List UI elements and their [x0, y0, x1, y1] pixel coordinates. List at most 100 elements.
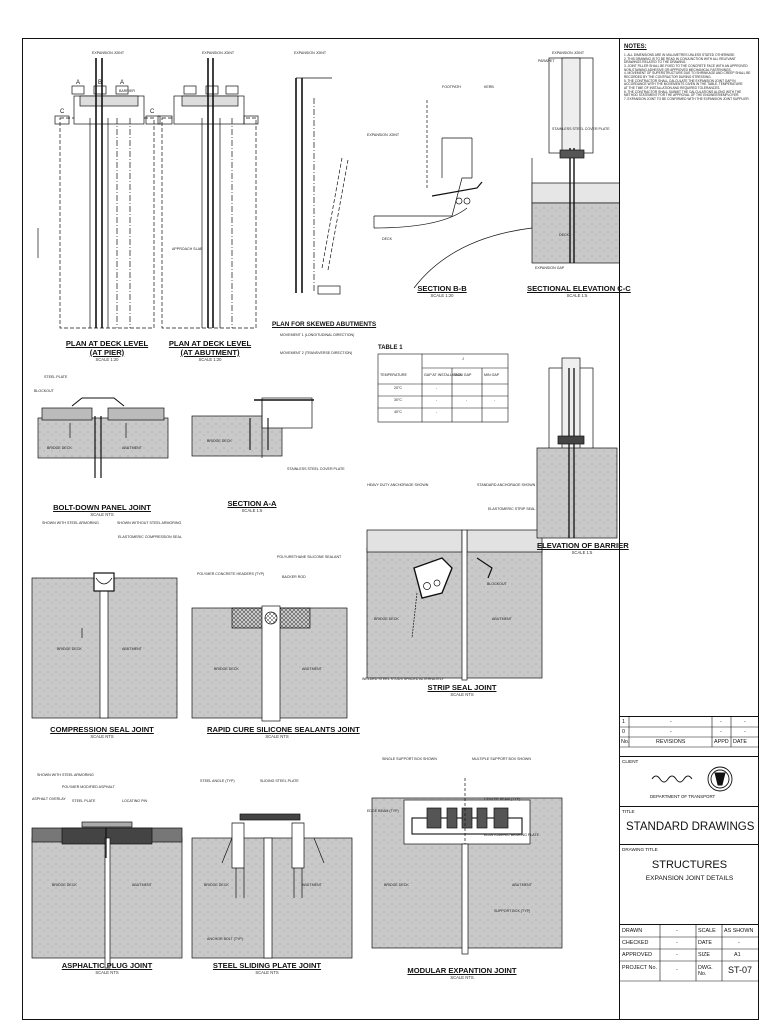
- table-1-header-min: MIN GAP: [484, 373, 500, 377]
- rev-row-no: 0: [622, 729, 625, 735]
- date-value: -: [738, 940, 740, 946]
- label-abutment-asph: ABUTMENT: [132, 883, 152, 887]
- label-support-box: SUPPORT BOX (TYP): [494, 909, 531, 913]
- svg-text:C: C: [150, 109, 155, 115]
- label-multiple-support: MULTIPLE SUPPORT BOX SHOWN: [472, 757, 531, 761]
- rapid-cure-silicone-joint-view: [191, 605, 348, 722]
- view-heading-compression-seal: COMPRESSION SEAL JOINT: [50, 725, 154, 734]
- label-barrier: BARRIER: [119, 89, 135, 93]
- plan-skewed-view: [295, 77, 349, 295]
- project-value: -: [676, 967, 678, 973]
- view-scale-section-aa: SCALE 1:5: [241, 508, 263, 513]
- view-heading-skewed: PLAN FOR SKEWED ABUTMENTS: [272, 321, 377, 328]
- title-section: TITLE STANDARD DRAWINGS: [620, 806, 759, 844]
- date-label: DATE: [698, 940, 712, 946]
- note-line: METHOD STATEMENT FOR THE APPROVAL OF THE…: [624, 93, 740, 98]
- label-welded-studs: WELDED STEEL STUDS SPACED ALTERNATELY: [362, 677, 444, 681]
- label-elastomeric-bearing: ELASTOMERIC BEARING PLATE: [484, 833, 539, 837]
- table-1-header-temp: TEMPERATURE: [380, 373, 407, 377]
- view-heading-section-aa: SECTION A-A: [227, 499, 277, 508]
- label-polymer-asphalt: POLYMER MODIFIED ASPHALT: [62, 785, 115, 789]
- table-1-cell: 30°C: [394, 398, 403, 402]
- label-kerb: KERB: [484, 85, 494, 89]
- rev-row-appd: -: [720, 729, 722, 735]
- note-line: DRAWINGS RELATED TO THE DRAWING.: [624, 60, 687, 65]
- dwg-number: ST-07: [728, 965, 753, 975]
- notes-title: NOTES:: [624, 44, 647, 50]
- note-line: 1. ALL DIMENSIONS ARE IN MILLIMETRES UNL…: [624, 53, 736, 57]
- svg-text:A: A: [120, 80, 124, 86]
- label-standard-anchorage: STANDARD ANCHORAGE SHOWN: [477, 483, 536, 487]
- table-1-header-gap: GAP AT INSTALLATION: [424, 373, 463, 377]
- label-asphalt-overlay: ASPHALT OVERLAY: [32, 797, 66, 801]
- client-label: CLIENT: [622, 759, 639, 764]
- plan-at-abutment-view: [157, 58, 259, 329]
- table-1-cell: -: [436, 386, 438, 390]
- label-expansion-joint-2: EXPANSION JOINT: [202, 51, 235, 55]
- label-polyurethane: POLYURETHANE SILICONE SEALANT: [277, 555, 342, 559]
- label-steel-angle: STEEL ANGLE (TYP): [200, 779, 235, 783]
- plan-at-pier-view: C C A B A: [37, 58, 161, 329]
- table-1-title: TABLE 1: [378, 345, 403, 351]
- label-expansion-joint-1: EXPANSION JOINT: [92, 51, 125, 55]
- title-label: TITLE: [622, 809, 635, 814]
- section-aa-view: [191, 397, 314, 458]
- steel-sliding-plate-joint-view: [191, 813, 353, 959]
- title-block-panel: NOTES: 1. ALL DIMENSIONS ARE IN MILLIMET…: [619, 38, 759, 1020]
- drawing-linework: C C A B A: [31, 57, 619, 969]
- note-line: NON-STAINING ADHESIVE OR APPROVED MECHAN…: [624, 67, 732, 72]
- label-abutment-strip: ABUTMENT: [492, 617, 512, 621]
- view-scale-rapid-cure: SCALE NTS: [265, 734, 289, 739]
- rev-header-no: No.: [621, 739, 630, 745]
- rev-row-desc: -: [670, 719, 672, 725]
- label-bridge-deck-mod: BRIDGE DECK: [384, 883, 409, 887]
- scale-value: AS SHOWN: [724, 928, 754, 934]
- label-edge-beam: EDGE BEAM (TYP): [367, 809, 399, 813]
- view-scale-compression-seal: SCALE NTS: [90, 734, 114, 739]
- approval-grid-lines: [620, 925, 759, 982]
- view-heading-section-bb: SECTION B-B: [417, 284, 467, 293]
- view-heading-rapid-cure: RAPID CURE SILICONE SEALANTS JOINT: [207, 725, 360, 734]
- table-1-cell: 20°C: [394, 386, 403, 390]
- department-label: DEPARTMENT OF TRANSPORT: [650, 794, 716, 799]
- view-heading-barrier: ELEVATION OF BARRIER: [537, 541, 629, 550]
- view-heading-elevation-cc: SECTIONAL ELEVATION C-C: [527, 284, 631, 293]
- drawing-title: STRUCTURES: [651, 859, 728, 871]
- view-scale-plan-pier: SCALE 1:20: [95, 357, 119, 362]
- label-parapet: PARAPET: [538, 59, 555, 63]
- project-label: PROJECT No.: [622, 965, 657, 971]
- sectional-elevation-cc-view: [531, 57, 619, 264]
- label-abutment-1: ABUTMENT: [122, 446, 142, 450]
- notes-list: 1. ALL DIMENSIONS ARE IN MILLIMETRES UNL…: [624, 53, 756, 102]
- label-elastomeric-seal: ELASTOMERIC COMPRESSION SEAL: [118, 535, 182, 539]
- table-1-cell: -: [436, 398, 438, 402]
- label-bridge-deck-rc: BRIDGE DECK: [214, 667, 239, 671]
- bolt-down-panel-joint-view: [37, 397, 169, 478]
- note-line: 2. THIS DRAWING IS TO BE READ IN CONJUNC…: [624, 56, 736, 61]
- drawing-sheet-border: [22, 38, 759, 1020]
- note-line: 5. THE CONTRACTOR SHALL CALCULATE THE EX…: [624, 78, 736, 83]
- label-expansion-joint-bb: EXPANSION JOINT: [367, 133, 400, 137]
- label-expansion-joint-4: EXPANSION JOINT: [552, 51, 585, 55]
- label-footpath: FOOTPATH: [442, 85, 462, 89]
- label-bridge-deck-strip: BRIDGE DECK: [374, 617, 399, 621]
- label-shown-without: SHOWN WITHOUT STEEL ARMORING: [117, 521, 182, 525]
- section-bb-view: [373, 100, 533, 289]
- rev-row-date: -: [744, 719, 746, 725]
- label-single-support: SINGLE SUPPORT BOX SHOWN: [382, 757, 437, 761]
- client-block: CLIENT DEPARTMENT OF TRANSPORT: [620, 756, 759, 806]
- label-bridge-deck-asph: BRIDGE DECK: [52, 883, 77, 887]
- label-bridge-deck-1: BRIDGE DECK: [47, 446, 72, 450]
- drawing-subtitle: EXPANSION JOINT DETAILS: [645, 875, 734, 882]
- label-stainless-cover: STAINLESS STEEL COVER PLATE: [552, 127, 610, 131]
- elevation-of-barrier-view: [536, 357, 618, 539]
- checked-label: CHECKED: [622, 940, 649, 946]
- label-stainless-cover-aa: STAINLESS STEEL COVER PLATE: [287, 467, 345, 471]
- view-heading-plan-abutment: PLAN AT DECK LEVEL: [168, 339, 252, 348]
- label-bridge-deck-slide: BRIDGE DECK: [204, 883, 229, 887]
- table-1-cell: -: [466, 398, 468, 402]
- note-line: 3. JOINT FILLER SHALL BE FIXED TO THE CO…: [624, 64, 748, 69]
- label-polymer-concrete: POLYMER CONCRETE HEADERS (TYP): [197, 572, 265, 576]
- scale-label: SCALE: [698, 928, 716, 934]
- label-blockout-1: BLOCKOUT: [34, 389, 54, 393]
